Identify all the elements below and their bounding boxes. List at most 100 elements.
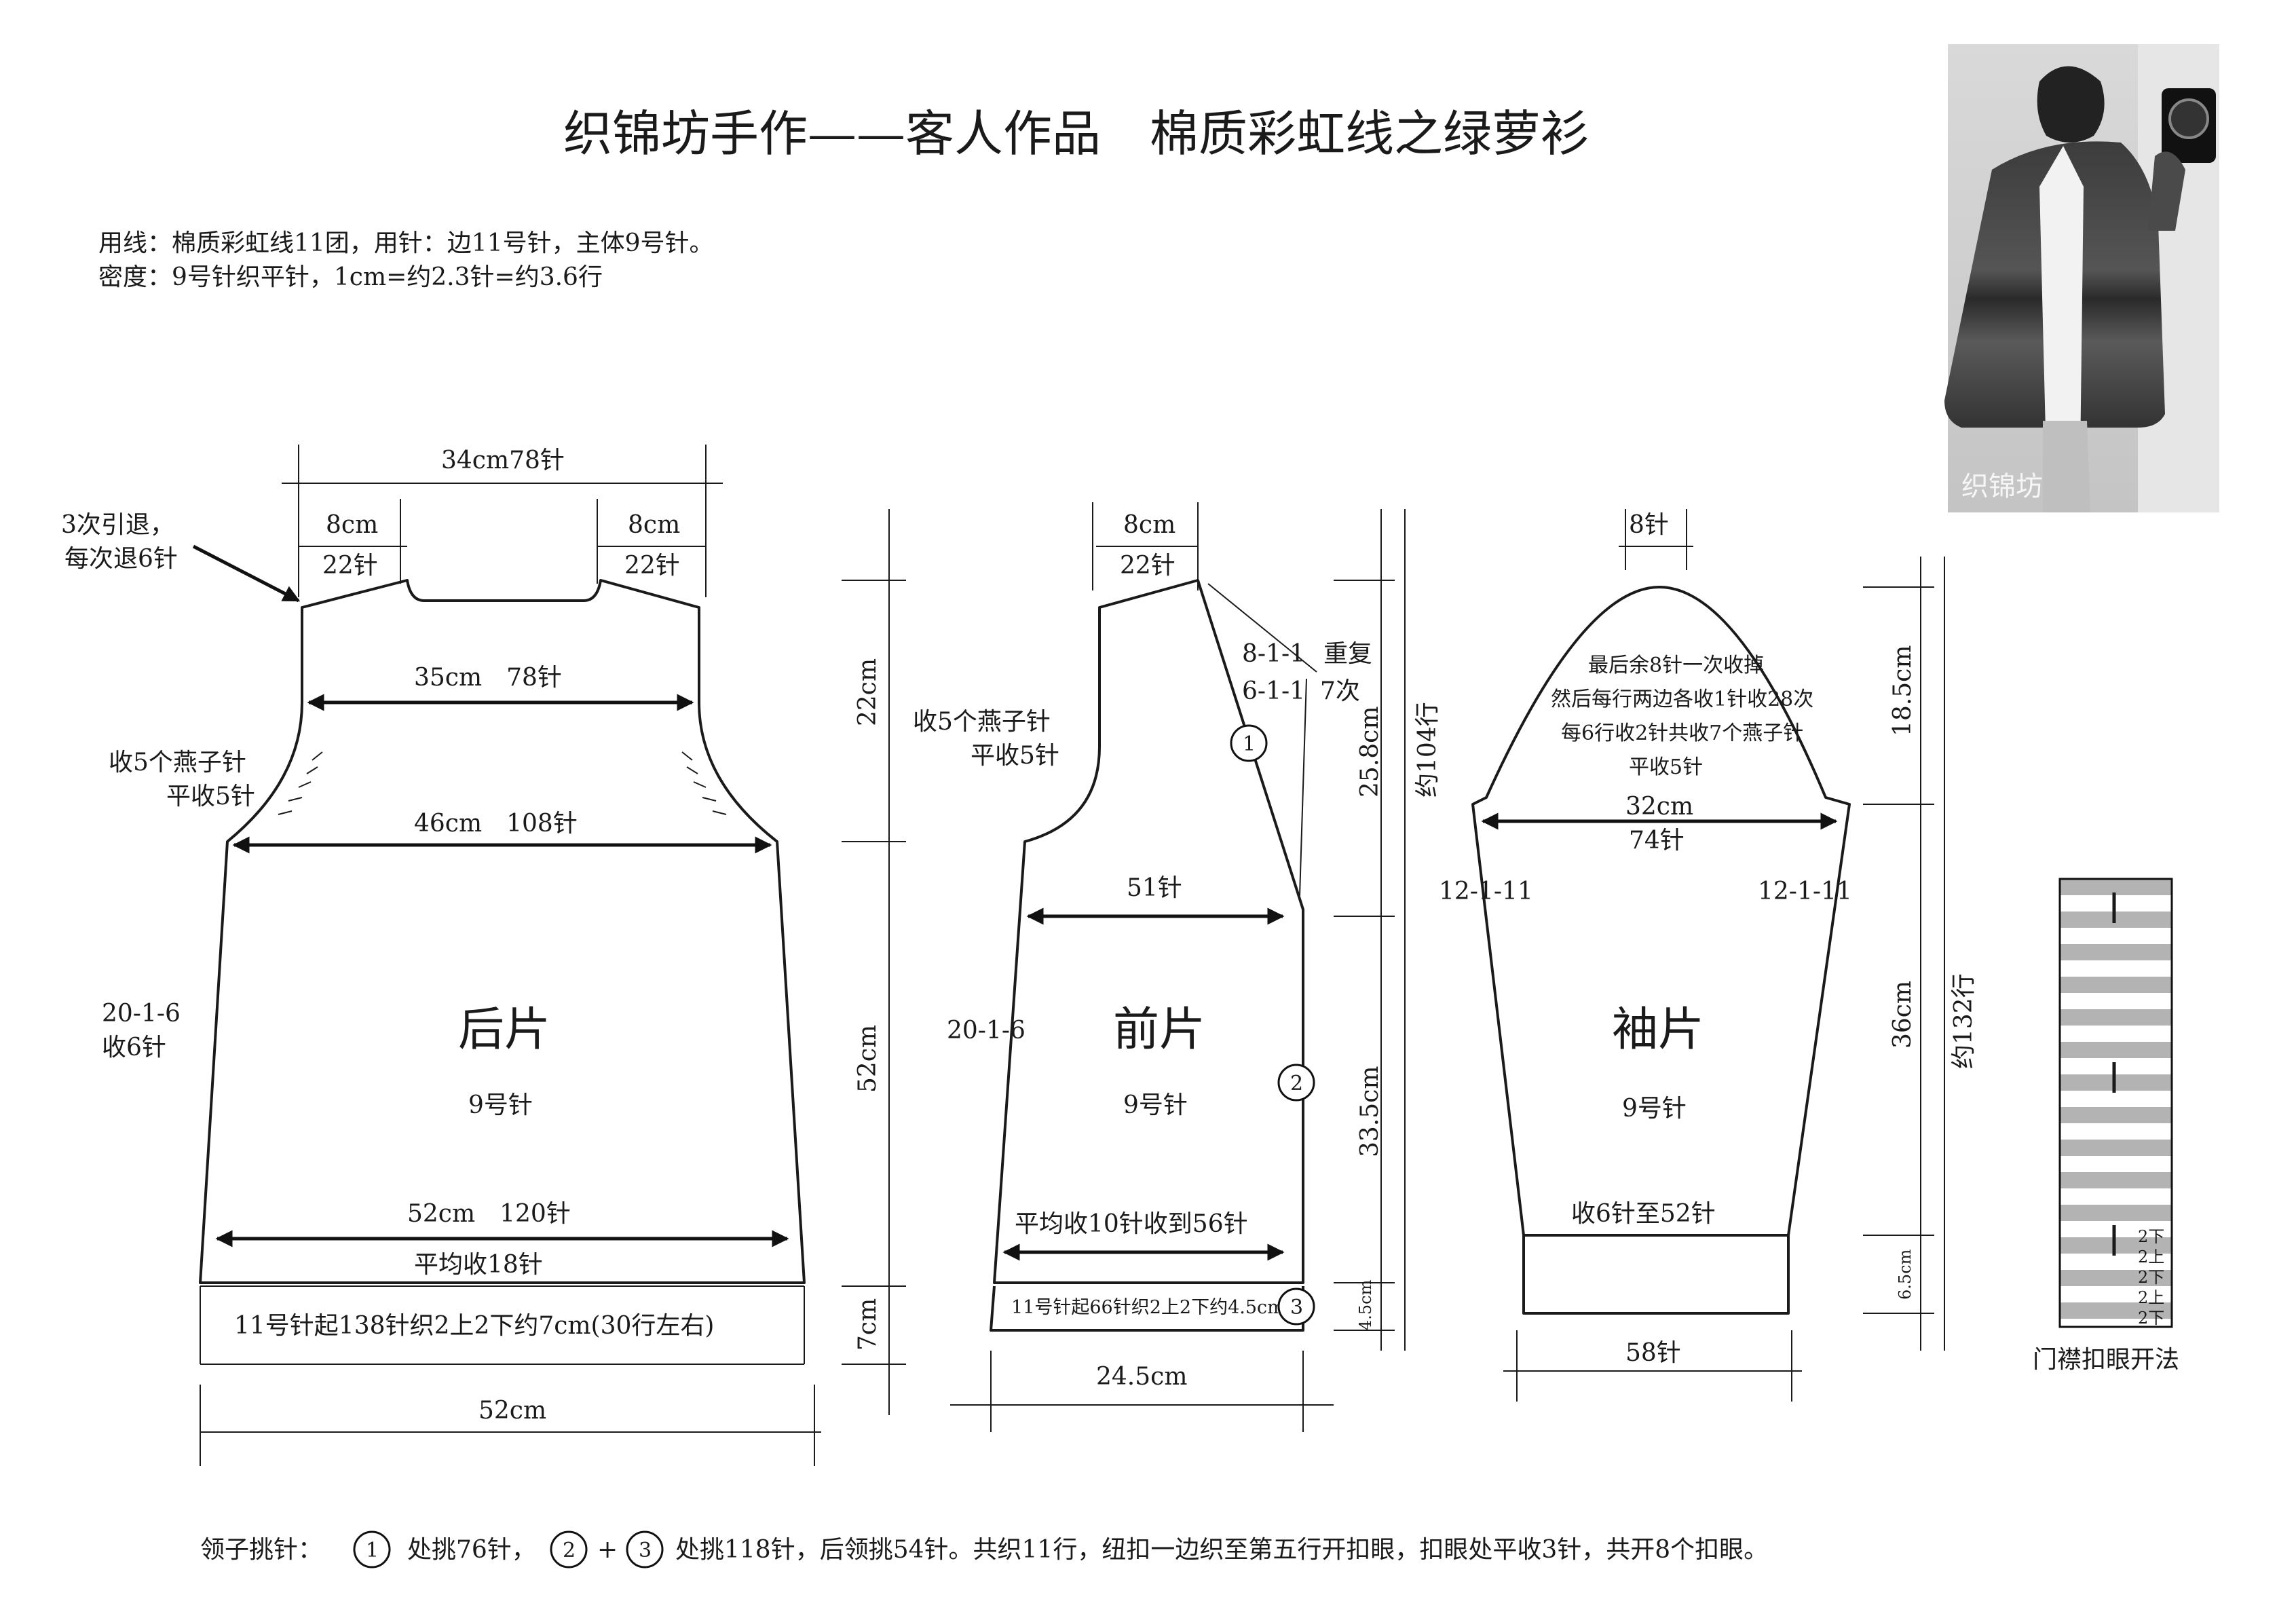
back-h-armhole: 22cm bbox=[854, 658, 882, 726]
front-marker-3 bbox=[1277, 1288, 1315, 1326]
front-piece: 8cm 22针 8-1-1 6-1-1 重复 7次 1 收5个燕子针 平收5针 … bbox=[913, 502, 1372, 1432]
front-chest: 51针 bbox=[1127, 874, 1182, 902]
front-shoulder-st: 22针 bbox=[1120, 552, 1175, 580]
back-h-rib: 7cm bbox=[854, 1298, 882, 1351]
front-ribbing: 11号针起66针织2上2下约4.5cm bbox=[1011, 1297, 1285, 1318]
sleeve-h-body: 36cm bbox=[1889, 981, 1917, 1049]
sleeve-piece: 8针 最后余8针一次收掉 然后每行两边各收1针收28次 每6行收2针共收7个燕子… bbox=[1439, 509, 1852, 1402]
back-name: 后片 bbox=[458, 1003, 550, 1057]
sleeve-width-cm: 32cm bbox=[1625, 793, 1693, 821]
front-needle: 9号针 bbox=[1123, 1091, 1188, 1119]
buttonband-row-label: 2下 bbox=[2138, 1227, 2164, 1246]
sleeve-cuff: 58针 bbox=[1625, 1339, 1681, 1367]
sleeve-decrease: 收6针至52针 bbox=[1571, 1200, 1716, 1228]
sleeve-inc-right: 12-1-11 bbox=[1758, 878, 1852, 905]
front-h-body: 33.5cm bbox=[1356, 1066, 1384, 1157]
back-armhole-2: 平收5针 bbox=[166, 783, 255, 810]
buttonband-stripe bbox=[2060, 1270, 2172, 1286]
sleeve-needle: 9号针 bbox=[1622, 1095, 1687, 1123]
sleeve-h-cap: 18.5cm bbox=[1889, 645, 1917, 736]
back-short-rows-2: 每次退6针 bbox=[64, 545, 178, 573]
front-decrease: 平均收10针收到56针 bbox=[1015, 1210, 1248, 1238]
front-h-total: 约104行 bbox=[1414, 702, 1442, 797]
materials-line: 用线：棉质彩虹线11团，用针：边11号针，主体9号针。 bbox=[98, 229, 714, 257]
sleeve-width-st: 74针 bbox=[1629, 827, 1685, 854]
back-shoulder-left-cm: 8cm bbox=[326, 511, 378, 539]
footer-label: 领子挑针： bbox=[200, 1536, 322, 1564]
footer-plus: + bbox=[597, 1536, 618, 1564]
buttonband-stripe bbox=[2060, 1205, 2172, 1221]
front-neck-3: 重复 bbox=[1323, 640, 1372, 668]
sleeve-h-cuff: 6.5cm bbox=[1896, 1249, 1915, 1300]
buttonband-stripe bbox=[2060, 1302, 2172, 1319]
back-side-2: 收6针 bbox=[102, 1034, 166, 1061]
buttonband-caption: 门襟扣眼开法 bbox=[2033, 1346, 2179, 1374]
back-needle: 9号针 bbox=[468, 1091, 533, 1119]
page-title: 织锦坊手作——客人作品 棉质彩虹线之绿萝衫 bbox=[563, 105, 1589, 162]
sleeve-name: 袖片 bbox=[1612, 1003, 1704, 1057]
back-h-body: 52cm bbox=[854, 1025, 882, 1093]
front-neck-4: 7次 bbox=[1320, 677, 1360, 705]
front-h-rib: 4.5cm bbox=[1356, 1279, 1375, 1330]
back-shoulder-left-st: 22针 bbox=[322, 552, 378, 580]
back-chest: 35cm 78针 bbox=[414, 664, 562, 692]
buttonband-row-label: 2上 bbox=[2138, 1247, 2164, 1266]
back-shoulder-right-cm: 8cm bbox=[628, 511, 680, 539]
back-shoulder-right-st: 22针 bbox=[624, 552, 680, 580]
footer-text-1: 处挑76针， bbox=[407, 1536, 536, 1564]
sleeve-cap-4: 平收5针 bbox=[1629, 755, 1703, 779]
buttonband-stripe bbox=[2060, 944, 2172, 960]
buttonband-stripe bbox=[2060, 1172, 2172, 1188]
back-top-width: 34cm78针 bbox=[441, 447, 565, 474]
footer-note: 领子挑针： 1 处挑76针， 2 + 3 处挑118针，后领挑54针。共织11行… bbox=[200, 1530, 1768, 1568]
footer-circle-3: 3 bbox=[639, 1539, 652, 1562]
buttonband-stripe bbox=[2060, 1009, 2172, 1026]
front-armhole-1: 收5个燕子针 bbox=[913, 708, 1051, 736]
back-hem: 52cm 120针 bbox=[407, 1200, 571, 1228]
back-piece: 34cm78针 8cm 22针 8cm 22针 3次引退， 每次退6针 35cm… bbox=[61, 445, 821, 1466]
front-marker-1 bbox=[1230, 724, 1268, 762]
buttonband-stripe bbox=[2060, 1107, 2172, 1123]
back-ribbing: 11号针起138针织2上2下约7cm(30行左右) bbox=[234, 1312, 714, 1340]
front-marker-1-label: 1 bbox=[1243, 732, 1256, 756]
sleeve-cap-2: 然后每行两边各收1针收28次 bbox=[1551, 688, 1813, 711]
back-outline bbox=[199, 579, 806, 1284]
buttonband-row-label: 2上 bbox=[2138, 1288, 2164, 1307]
front-bottom-width: 24.5cm bbox=[1096, 1363, 1187, 1391]
sleeve-top: 8针 bbox=[1629, 511, 1669, 539]
footer-text-2: 处挑118针，后领挑54针。共织11行，纽扣一边织至第五行开扣眼，扣眼处平收3针… bbox=[675, 1536, 1768, 1564]
sleeve-h-total: 约132行 bbox=[1950, 973, 1978, 1069]
model-photo: 织锦坊 bbox=[1944, 44, 2219, 512]
front-neck-1: 8-1-1 bbox=[1242, 640, 1305, 668]
photo-watermark: 织锦坊 bbox=[1961, 471, 2043, 502]
front-outline bbox=[993, 579, 1304, 1284]
sleeve-cap-3: 每6行收2针共收7个燕子针 bbox=[1561, 721, 1803, 745]
back-short-rows-1: 3次引退， bbox=[61, 511, 174, 539]
back-height-measure: 22cm 52cm 7cm bbox=[842, 509, 906, 1415]
sleeve-outline bbox=[1471, 586, 1851, 1237]
back-side-1: 20-1-6 bbox=[102, 1000, 181, 1028]
sleeve-cap-1: 最后余8针一次收掉 bbox=[1588, 654, 1764, 677]
back-underarm: 46cm 108针 bbox=[414, 810, 578, 838]
front-marker-2-label: 2 bbox=[1290, 1072, 1303, 1095]
back-bottom-width: 52cm bbox=[478, 1397, 546, 1425]
back-decrease: 平均收18针 bbox=[414, 1251, 543, 1279]
footer-circle-1: 1 bbox=[366, 1539, 379, 1562]
back-armhole-1: 收5个燕子针 bbox=[109, 749, 246, 776]
buttonband-row-label: 2下 bbox=[2138, 1268, 2164, 1287]
buttonband-row-label: 2下 bbox=[2138, 1309, 2164, 1328]
front-h-neck: 25.8cm bbox=[1356, 707, 1384, 797]
buttonband-stripe bbox=[2060, 977, 2172, 993]
front-shoulder-cm: 8cm bbox=[1123, 511, 1175, 539]
front-marker-3-label: 3 bbox=[1290, 1296, 1303, 1319]
front-height-measure: 25.8cm 33.5cm 4.5cm 约104行 bbox=[1334, 509, 1442, 1351]
buttonband-stripe bbox=[2060, 1042, 2172, 1058]
front-side: 20-1-6 bbox=[947, 1017, 1025, 1045]
front-name: 前片 bbox=[1113, 1003, 1205, 1057]
sleeve-height-measure: 18.5cm 36cm 6.5cm 约132行 bbox=[1863, 557, 1978, 1351]
gauge-line: 密度：9号针织平针，1cm=约2.3针=约3.6行 bbox=[98, 263, 603, 291]
front-neck-2: 6-1-1 bbox=[1242, 677, 1305, 705]
footer-circle-2: 2 bbox=[563, 1539, 576, 1562]
